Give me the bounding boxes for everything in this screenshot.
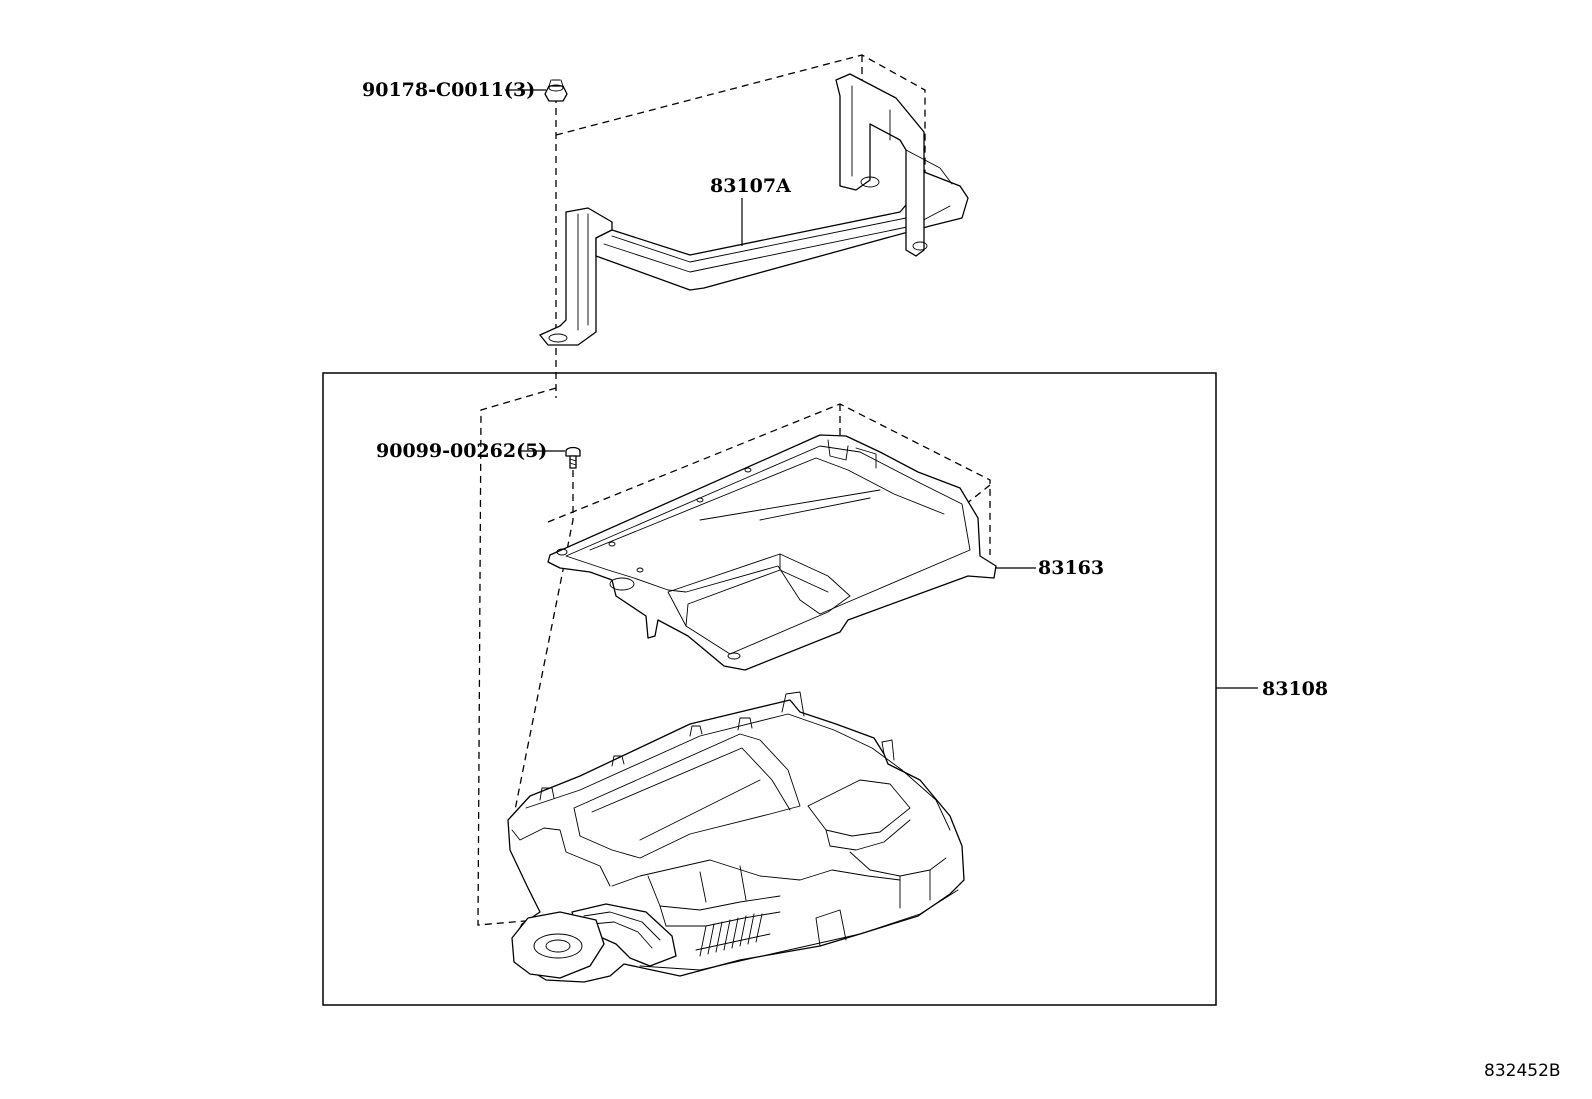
bracket-drawing (539, 73, 969, 346)
assembly-part-label[interactable]: 83108 (1262, 678, 1328, 700)
cover-part-label[interactable]: 83163 (1038, 557, 1104, 579)
assembly-frame (322, 372, 1217, 1006)
housing-drawing (507, 691, 965, 983)
screw-icon (565, 446, 581, 469)
nut-icon (544, 79, 568, 102)
diagram-id: 832452B (1484, 1061, 1561, 1081)
bracket-part-label[interactable]: 83107A (710, 175, 791, 197)
nut-part-label[interactable]: 90178-C0011(3) (362, 79, 535, 101)
screw-part-label[interactable]: 90099-00262(5) (376, 440, 547, 462)
cover-drawing (547, 434, 997, 671)
housing-fins (695, 913, 771, 957)
